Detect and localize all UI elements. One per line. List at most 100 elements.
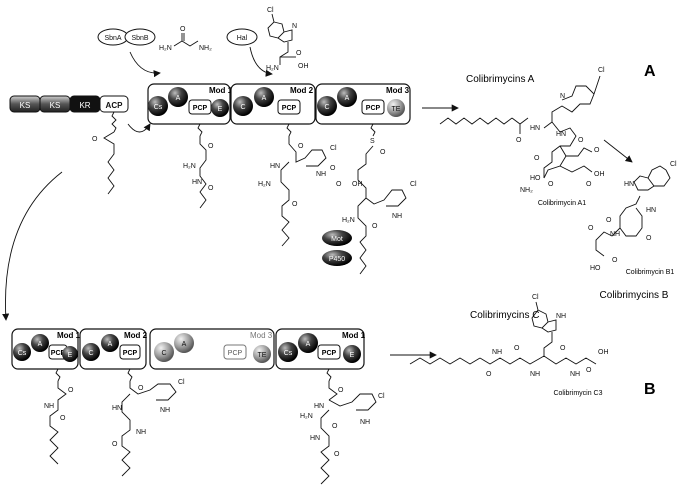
atom-label: NH₂ (199, 45, 212, 52)
pathway-b-mod2: Mod 2 C A PCP (79, 328, 148, 370)
sbnb-label: SbnB (131, 35, 148, 42)
module-title: Mod 3 (250, 331, 273, 340)
pathway-a-mod2: Mod 2 C A PCP (230, 83, 316, 125)
pathway-a-mod1: Mod 1 Cs A PCP E (147, 83, 233, 125)
atom-label: NH (44, 403, 54, 410)
intermediate-a3: S O O O OH Cl NH H₂N O (330, 123, 417, 275)
atom-label: NH (316, 171, 326, 178)
domain-label: A (182, 341, 187, 348)
atom-label: HN (556, 131, 566, 138)
atom-label: OH (298, 63, 309, 70)
intermediate-b1: O NH O (44, 368, 74, 465)
intermediate-b3: O HN Cl NH H₂N O HN O (300, 368, 385, 485)
domain-label: A (262, 95, 267, 102)
intermediate-b2: O Cl NH HN NH O (112, 368, 185, 477)
domain-label: PCP (193, 105, 208, 112)
transfer-arrow (127, 123, 151, 133)
atom-label: HN (310, 435, 320, 442)
atom-label: O (332, 423, 338, 430)
panel-label-b: B (644, 381, 656, 398)
pks-domain-acp: ACP (99, 95, 129, 113)
atom-label: HO (530, 175, 541, 182)
domain-label: ACP (106, 101, 124, 110)
module-title: Mod 3 (386, 86, 410, 95)
sbna-label: SbnA (104, 35, 121, 42)
curved-arrow (249, 46, 273, 77)
domain-label: E (218, 106, 223, 113)
domain-label: PCP (282, 105, 297, 112)
atom-label: O (330, 165, 336, 172)
atom-label: S (370, 138, 375, 145)
colibrimycin-c3-label: Colibrimycin C3 (553, 390, 602, 397)
atom-label: NH (610, 231, 620, 238)
atom-label: O (578, 137, 584, 144)
atom-label: O (60, 415, 66, 422)
atom-label: O (514, 345, 520, 352)
atom-label: O (516, 137, 522, 144)
domain-label: KS (50, 101, 61, 110)
chlorotryptophan-structure: Cl N H₂N O OH (266, 7, 309, 72)
module-title: Mod 1 (209, 86, 233, 95)
atom-label: O (338, 387, 344, 394)
pks-domain-ks-2: KS (39, 95, 71, 113)
atom-label: NH (360, 419, 370, 426)
sbnb-enzyme: SbnB (124, 28, 156, 46)
atom-label: H₂N (266, 65, 279, 72)
atom-label: H₂N (258, 181, 271, 188)
atom-label: H₂N (300, 413, 313, 420)
domain-label: TE (258, 352, 267, 359)
panel-label-a: A (644, 63, 656, 80)
intermediate-a2: O Cl NH H₂N HN O (258, 123, 337, 247)
tether (111, 111, 117, 133)
sbna-enzyme: SbnA (97, 28, 129, 46)
atom-label: O (594, 147, 600, 154)
domain-label: C (88, 350, 93, 357)
atom-label: HN (112, 405, 122, 412)
atom-label: OH (598, 349, 609, 356)
domain-label: A (176, 95, 181, 102)
domain-label: C (324, 104, 329, 111)
atom-label: O (560, 345, 566, 352)
atom-label: O (606, 217, 612, 224)
pathway-b-mod1: Mod 1 Cs A PCP E (11, 328, 81, 370)
module-title: Mod 2 (124, 331, 148, 340)
atom-label: NH (530, 371, 540, 378)
atom-label: O (586, 367, 592, 374)
atom-label: N (292, 23, 297, 30)
atom-label: Cl (532, 294, 539, 301)
atom-label: HN (646, 207, 656, 214)
domain-label: A (108, 341, 113, 348)
colibrimycin-a1-label: Colibrimycin A1 (538, 200, 586, 207)
atom-label: O (92, 136, 98, 143)
atom-label: O (292, 201, 298, 208)
curved-arrow (129, 51, 161, 78)
atom-label: NH (160, 407, 170, 414)
mot-label: Mot (331, 236, 343, 243)
domain-label: PCP (123, 350, 138, 357)
domain-label: E (68, 352, 73, 359)
colibrimycin-c3-structure: Cl NH O NH O NH O NH OH O (409, 294, 609, 378)
intermediate-a1: O H₂N HN O (183, 123, 214, 209)
atom-label: Cl (410, 181, 417, 188)
colibrimycin-a1-structure: O HN Cl N O HN O O NH₂ HO OH O O (439, 67, 605, 194)
atom-label: HN (624, 181, 634, 188)
colibrimycins-b-title: Colibrimycins B (600, 290, 669, 301)
colibrimycins-a-title: Colibrimycins A (466, 74, 535, 85)
atom-label: O (180, 26, 186, 33)
colibrimycins-c-title: Colibrimycins C (470, 310, 539, 321)
pathway-a-mod3: Mod 3 C A PCP TE (315, 83, 411, 125)
atom-label: O (208, 185, 214, 192)
atom-label: O (334, 451, 340, 458)
domain-label: PCP (366, 105, 381, 112)
domain-label: E (350, 352, 355, 359)
atom-label: Cl (178, 379, 185, 386)
domain-label: A (306, 341, 311, 348)
atom-label: NH (492, 349, 502, 356)
atom-label: O (380, 149, 386, 156)
atom-label: OH (594, 171, 605, 178)
domain-label: A (345, 95, 350, 102)
atom-label: O (208, 143, 214, 150)
hal-label: Hal (237, 35, 248, 42)
branch-arrow (2, 171, 63, 321)
colibrimycin-b1-label: Colibrimycin B1 (626, 269, 675, 276)
